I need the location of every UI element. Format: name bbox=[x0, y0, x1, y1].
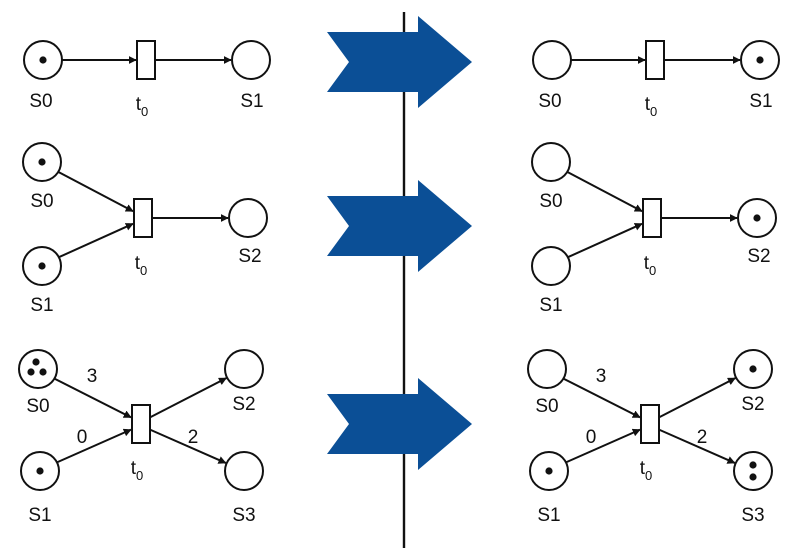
arc-transition-to-s2 bbox=[149, 377, 227, 419]
arc-weight: 3 bbox=[87, 366, 98, 387]
place-s1: S1 bbox=[231, 40, 271, 112]
place-circle bbox=[532, 40, 572, 80]
token-dot bbox=[38, 262, 46, 270]
place-s0: S0 bbox=[22, 142, 62, 212]
place-label: S1 bbox=[539, 295, 562, 316]
token-dot bbox=[38, 158, 46, 166]
arc-s0-to-transition bbox=[566, 170, 643, 213]
place-circle bbox=[231, 40, 271, 80]
arc-weight: 0 bbox=[77, 427, 88, 448]
place-s1: S1 bbox=[529, 451, 569, 526]
place-circle bbox=[527, 349, 567, 389]
arc-s1-to-transition bbox=[56, 428, 132, 464]
arc-s1-to-transition bbox=[58, 222, 134, 259]
arc-transition-to-s2 bbox=[658, 377, 736, 419]
place-label: S0 bbox=[539, 191, 562, 212]
transition-label: t0 bbox=[135, 253, 148, 278]
token-dot bbox=[749, 365, 757, 373]
place-circle bbox=[531, 246, 571, 286]
transition-label: t0 bbox=[640, 458, 653, 483]
token-dot bbox=[756, 56, 764, 64]
arc-transition-to-s3 bbox=[658, 428, 736, 464]
arc-s0-to-transition bbox=[53, 377, 132, 419]
arc-s0-to-transition bbox=[562, 377, 641, 419]
token-dot bbox=[749, 473, 757, 481]
transition-label: t0 bbox=[644, 253, 657, 278]
token-dot bbox=[36, 467, 44, 475]
arc-weight: 2 bbox=[697, 427, 708, 448]
transition-label: t0 bbox=[131, 458, 144, 483]
transition-t0 bbox=[645, 40, 665, 80]
place-label: S0 bbox=[29, 91, 52, 112]
place-s0: S0 bbox=[531, 142, 571, 212]
token-dot bbox=[39, 368, 47, 376]
arc-s1-to-transition bbox=[565, 428, 641, 464]
place-label: S1 bbox=[749, 91, 772, 112]
place-label: S2 bbox=[741, 394, 764, 415]
token-dot bbox=[39, 56, 47, 64]
place-label: S1 bbox=[240, 91, 263, 112]
place-label: S3 bbox=[741, 505, 764, 526]
place-label: S1 bbox=[28, 505, 51, 526]
place-s2: S2 bbox=[228, 198, 268, 267]
arc-s0-to-transition bbox=[57, 170, 134, 213]
place-circle bbox=[733, 451, 773, 491]
arc-s1-to-transition bbox=[567, 222, 643, 259]
place-label: S0 bbox=[26, 396, 49, 417]
place-label: S0 bbox=[30, 191, 53, 212]
place-label: S0 bbox=[535, 396, 558, 417]
token-dot bbox=[27, 368, 35, 376]
transition-t0 bbox=[133, 198, 153, 238]
arc-transition-to-s3 bbox=[149, 428, 227, 464]
transition-t0 bbox=[131, 404, 151, 444]
place-s1: S1 bbox=[531, 246, 571, 316]
token-dot bbox=[545, 467, 553, 475]
token-dot bbox=[753, 214, 761, 222]
petri-net-before-row-1: t0 S0 S1 bbox=[23, 40, 271, 119]
place-label: S2 bbox=[232, 394, 255, 415]
transition-t0 bbox=[642, 198, 662, 238]
place-s0: S0 bbox=[18, 349, 58, 417]
place-circle bbox=[224, 349, 264, 389]
place-label: S3 bbox=[232, 505, 255, 526]
transition-label: t0 bbox=[136, 94, 149, 119]
place-s2: S2 bbox=[733, 349, 773, 415]
transition-t0 bbox=[136, 40, 156, 80]
place-label: S0 bbox=[538, 91, 561, 112]
place-s1: S1 bbox=[20, 451, 60, 526]
place-s3: S3 bbox=[224, 451, 264, 526]
place-label: S2 bbox=[238, 246, 261, 267]
transition-fires-arrow bbox=[327, 16, 472, 108]
place-label: S1 bbox=[537, 505, 560, 526]
transition-fires-arrow bbox=[327, 180, 472, 272]
token-dot bbox=[32, 358, 40, 366]
place-s0: S0 bbox=[527, 349, 567, 417]
petri-net-after-row-1: t0 S0 S1 bbox=[532, 40, 780, 119]
transition-t0 bbox=[640, 404, 660, 444]
place-s0: S0 bbox=[23, 40, 63, 112]
place-label: S2 bbox=[747, 246, 770, 267]
place-s1: S1 bbox=[740, 40, 780, 112]
arc-weight: 3 bbox=[596, 366, 607, 387]
place-s1: S1 bbox=[22, 246, 62, 316]
place-circle bbox=[224, 451, 264, 491]
place-circle bbox=[531, 142, 571, 182]
place-s0: S0 bbox=[532, 40, 572, 112]
place-label: S1 bbox=[30, 295, 53, 316]
place-circle bbox=[18, 349, 58, 389]
arc-weight: 2 bbox=[188, 427, 199, 448]
place-s2: S2 bbox=[737, 198, 777, 267]
transition-fires-arrow bbox=[327, 378, 472, 470]
place-s2: S2 bbox=[224, 349, 264, 415]
place-circle bbox=[228, 198, 268, 238]
place-s3: S3 bbox=[733, 451, 773, 526]
transition-label: t0 bbox=[645, 94, 658, 119]
token-dot bbox=[749, 461, 757, 469]
arc-weight: 0 bbox=[586, 427, 597, 448]
